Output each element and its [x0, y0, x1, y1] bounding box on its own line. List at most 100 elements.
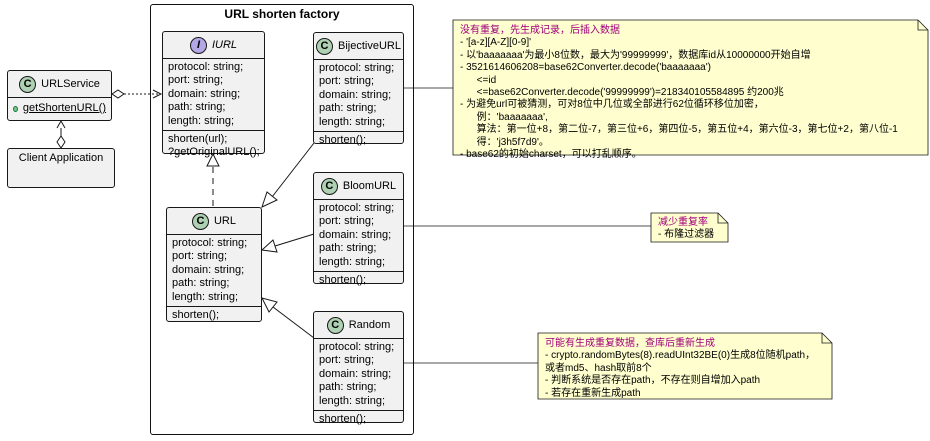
bloom-url-header: C BloomURL: [314, 173, 403, 200]
random-name: Random: [348, 319, 391, 331]
random-header: C Random: [314, 312, 403, 339]
package-frame-title: URL shorten factory: [224, 7, 340, 21]
iurl-methods: shorten(url); ?getOriginalURL();: [163, 131, 264, 162]
bloom-url-field: path: string;: [319, 242, 377, 255]
iurl-field: domain: string;: [168, 87, 241, 100]
bijective-url-class[interactable]: C BijectiveURL protocol: string; port: s…: [313, 32, 404, 146]
note-bloom-title: 减少重复率: [658, 217, 708, 228]
bloom-extends-url-line: [274, 233, 315, 247]
service-to-iurl-arrowhead: [152, 89, 163, 99]
url-field: protocol: string;: [172, 237, 248, 249]
iurl-header: I IURL: [163, 32, 264, 59]
note-bijective-title: 没有重复，先生成记录，后插入数据: [460, 25, 620, 36]
random-method: shorten();: [319, 413, 367, 426]
bijective-extends-url-line: [271, 142, 315, 198]
realization-triangle: [206, 152, 220, 167]
url-service-methods: getShortenURL(): [8, 98, 111, 117]
client-aggregation-diamond: [56, 135, 66, 149]
bloom-url-name: BloomURL: [342, 180, 397, 192]
iurl-name: IURL: [211, 39, 238, 51]
note-bijective-line: 得：'j3h5f7d9'。: [460, 136, 549, 148]
url-class[interactable]: C URL protocol: string; port: string; do…: [166, 207, 262, 322]
note-random-line: - crypto.randomBytes(8).readUInt32BE(0)生…: [545, 350, 816, 362]
note-bloom: 减少重复率 - 布隆过滤器: [652, 214, 728, 245]
bloom-url-fields: protocol: string; port: string; domain: …: [314, 200, 403, 273]
package-frame: URL shorten factory: [150, 4, 414, 435]
client-application-box[interactable]: Client Application: [7, 148, 115, 188]
note-bijective-line: - base62的初始charset，可以打乱顺序。: [460, 149, 642, 161]
url-field: port: string;: [172, 250, 228, 263]
note-random-line: - 若存在重新生成path: [545, 387, 641, 399]
iurl-method: shorten(url);: [168, 133, 228, 146]
client-application-name: Client Application: [18, 152, 104, 164]
bijective-url-methods: shorten();: [314, 132, 403, 149]
url-field: domain: string;: [172, 263, 245, 276]
note-bijective-fold: [917, 20, 928, 31]
iurl-field: protocol: string;: [168, 61, 244, 73]
bijective-url-header: C BijectiveURL: [314, 33, 403, 60]
url-header: C URL: [167, 208, 261, 235]
url-service-class[interactable]: C URLService getShortenURL(): [7, 70, 112, 121]
url-service-header: C URLService: [8, 71, 111, 98]
url-service-name: URLService: [41, 78, 100, 90]
note-bloom-line: - 布隆过滤器: [658, 229, 715, 241]
random-extends-url-line: [272, 306, 315, 339]
note-bijective: 没有重复，先生成记录，后插入数据 - '[a-z][A-Z][0-9]' - 以…: [454, 22, 924, 164]
note-random-line: - 判断系统是否存在path，不存在则自增加入path: [545, 375, 761, 387]
bloom-generalization-triangle: [260, 239, 278, 253]
bijective-url-name: BijectiveURL: [338, 40, 401, 52]
note-bijective-line: - 3521614606208=base62Converter.decode('…: [460, 62, 711, 74]
class-badge-icon: C: [320, 177, 338, 195]
bijective-url-field: port: string;: [319, 75, 375, 88]
service-aggregation-diamond: [111, 89, 125, 99]
iurl-fields: protocol: string; port: string; domain: …: [163, 59, 264, 132]
url-service-method-row: getShortenURL(): [13, 102, 106, 115]
bijective-url-method: shorten();: [319, 134, 367, 147]
random-field: protocol: string;: [319, 341, 395, 353]
note-random-title: 可能有生成重复数据，查库后重新生成: [545, 338, 715, 349]
bijective-url-field: length: string;: [319, 115, 386, 128]
bloom-url-field: port: string;: [319, 215, 375, 228]
note-bijective-line: 例：'baaaaaaa',: [460, 111, 548, 123]
note-bijective-line: - '[a-z][A-Z][0-9]': [460, 37, 532, 49]
note-bloom-shape: [650, 212, 729, 243]
class-badge-icon: C: [316, 37, 334, 55]
bloom-url-methods: shorten();: [314, 272, 403, 289]
note-bijective-shape: [452, 19, 929, 156]
note-random-fold: [821, 333, 832, 344]
bijective-generalization-triangle: [261, 191, 278, 208]
iurl-interface[interactable]: I IURL protocol: string; port: string; d…: [162, 31, 265, 158]
bloom-url-method: shorten();: [319, 274, 367, 287]
note-random-shape: [537, 332, 833, 400]
bloom-url-field: length: string;: [319, 255, 386, 268]
random-class[interactable]: C Random protocol: string; port: string;…: [313, 311, 404, 425]
random-field: port: string;: [319, 354, 375, 367]
iurl-field: path: string;: [168, 101, 226, 114]
bloom-url-class[interactable]: C BloomURL protocol: string; port: strin…: [313, 172, 404, 286]
class-badge-icon: C: [326, 316, 344, 334]
note-bijective-line: - 为避免url可被猜测，可对8位中几位或全部进行62位循环移位加密，: [460, 99, 764, 111]
random-generalization-triangle: [261, 297, 278, 313]
url-fields: protocol: string; port: string; domain: …: [167, 235, 261, 308]
client-to-service-arrowhead: [56, 119, 66, 129]
random-methods: shorten();: [314, 411, 403, 428]
bijective-url-field: path: string;: [319, 102, 377, 115]
public-method-icon: [13, 105, 18, 112]
bijective-url-fields: protocol: string; port: string; domain: …: [314, 60, 403, 133]
note-bijective-line: <=base62Converter.decode('99999999')=218…: [460, 87, 784, 99]
note-bloom-fold: [717, 213, 728, 224]
class-badge-icon: C: [19, 75, 37, 93]
interface-badge-icon: I: [189, 36, 207, 54]
note-random-line: 或者md5、hash取前8个: [545, 362, 652, 374]
url-service-method: getShortenURL(): [22, 102, 106, 114]
note-bijective-line: <=id: [460, 74, 497, 86]
url-method: shorten();: [172, 309, 220, 322]
random-field: domain: string;: [319, 367, 392, 380]
note-bijective-line: 算法：第一位+8，第二位-7，第三位+6，第四位-5，第五位+4，第六位-3，第…: [460, 124, 898, 136]
random-field: path: string;: [319, 381, 377, 394]
bijective-url-field: domain: string;: [319, 88, 392, 101]
bloom-url-field: domain: string;: [319, 228, 392, 241]
iurl-method: ?getOriginalURL();: [168, 146, 260, 159]
random-fields: protocol: string; port: string; domain: …: [314, 339, 403, 412]
